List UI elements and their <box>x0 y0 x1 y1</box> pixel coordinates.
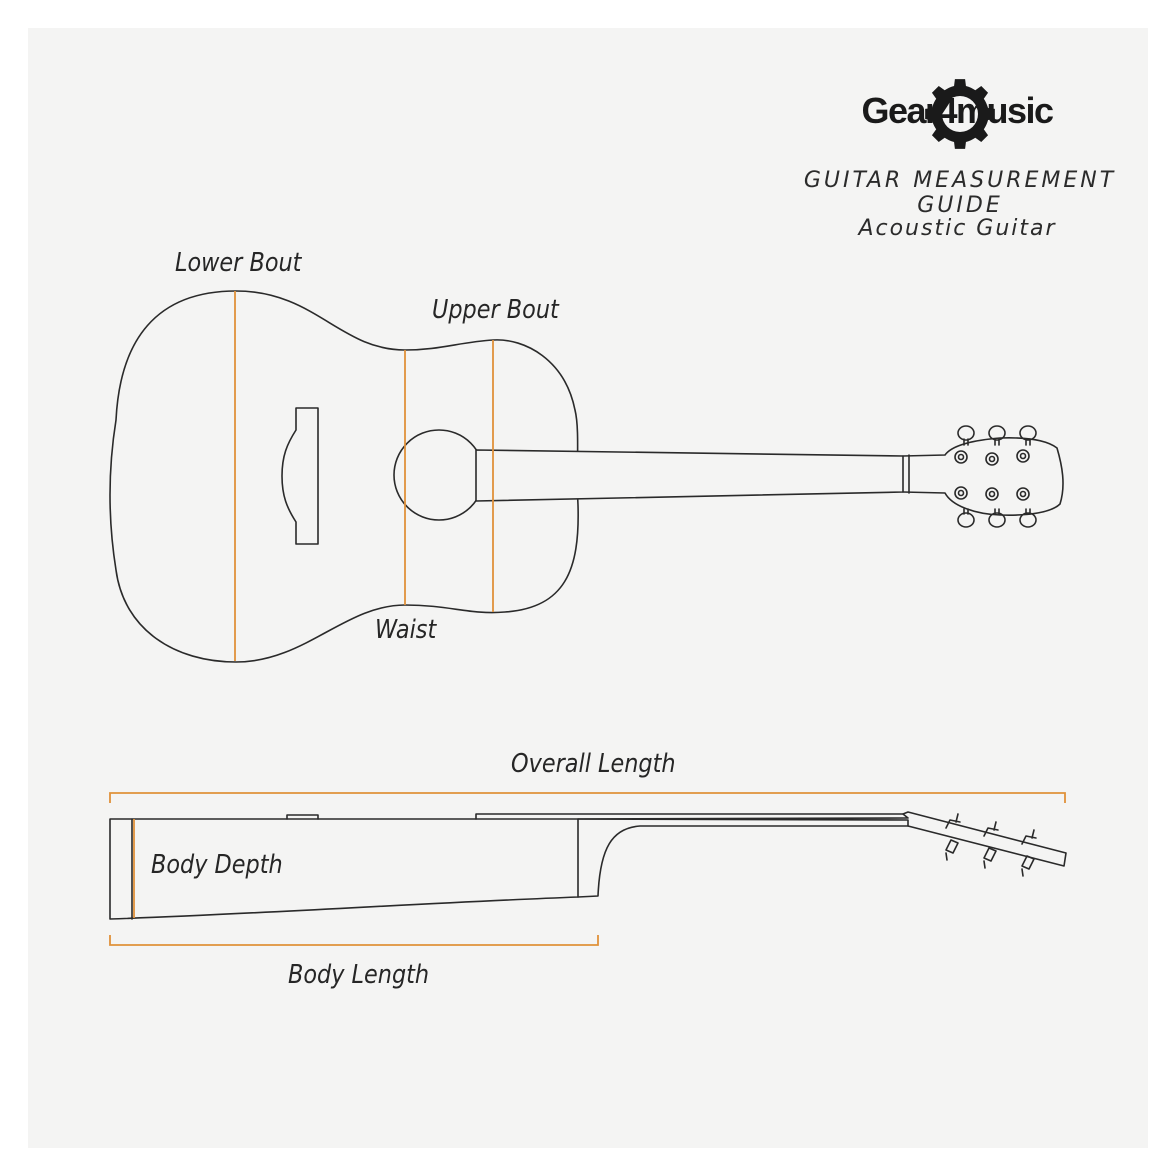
gear-icon <box>925 79 995 149</box>
sound-hole <box>393 429 485 521</box>
overall-length-label: Overall Length <box>511 749 676 779</box>
guitar-body-outline <box>109 290 579 663</box>
neck <box>475 449 904 502</box>
side-tuners <box>945 813 1037 877</box>
overall-length-bracket <box>109 792 1066 803</box>
headstock <box>902 437 1064 516</box>
tuner-posts <box>954 449 1030 501</box>
guide-title: GUITAR MEASUREMENT GUIDE <box>803 168 1117 218</box>
waist-label: Waist <box>375 615 437 645</box>
tuners-top <box>957 425 1037 446</box>
body-depth-label: Body Depth <box>151 850 283 880</box>
tuners-bottom <box>957 508 1037 528</box>
upper-bout-label: Upper Bout <box>432 295 559 325</box>
side-heel <box>577 818 909 898</box>
body-length-label: Body Length <box>288 960 430 990</box>
guide-subtitle: Acoustic Guitar <box>858 216 1057 241</box>
side-body-outline <box>109 818 579 920</box>
lower-bout-label: Lower Bout <box>175 248 302 278</box>
bridge <box>281 407 319 545</box>
gear4music-logo: Gear4music <box>846 76 1068 150</box>
guide-card <box>28 28 1148 1148</box>
body-length-bracket <box>109 935 599 946</box>
brand-name: Gear4music <box>861 90 1054 131</box>
side-bridge <box>286 814 319 820</box>
side-headstock <box>902 811 1067 867</box>
